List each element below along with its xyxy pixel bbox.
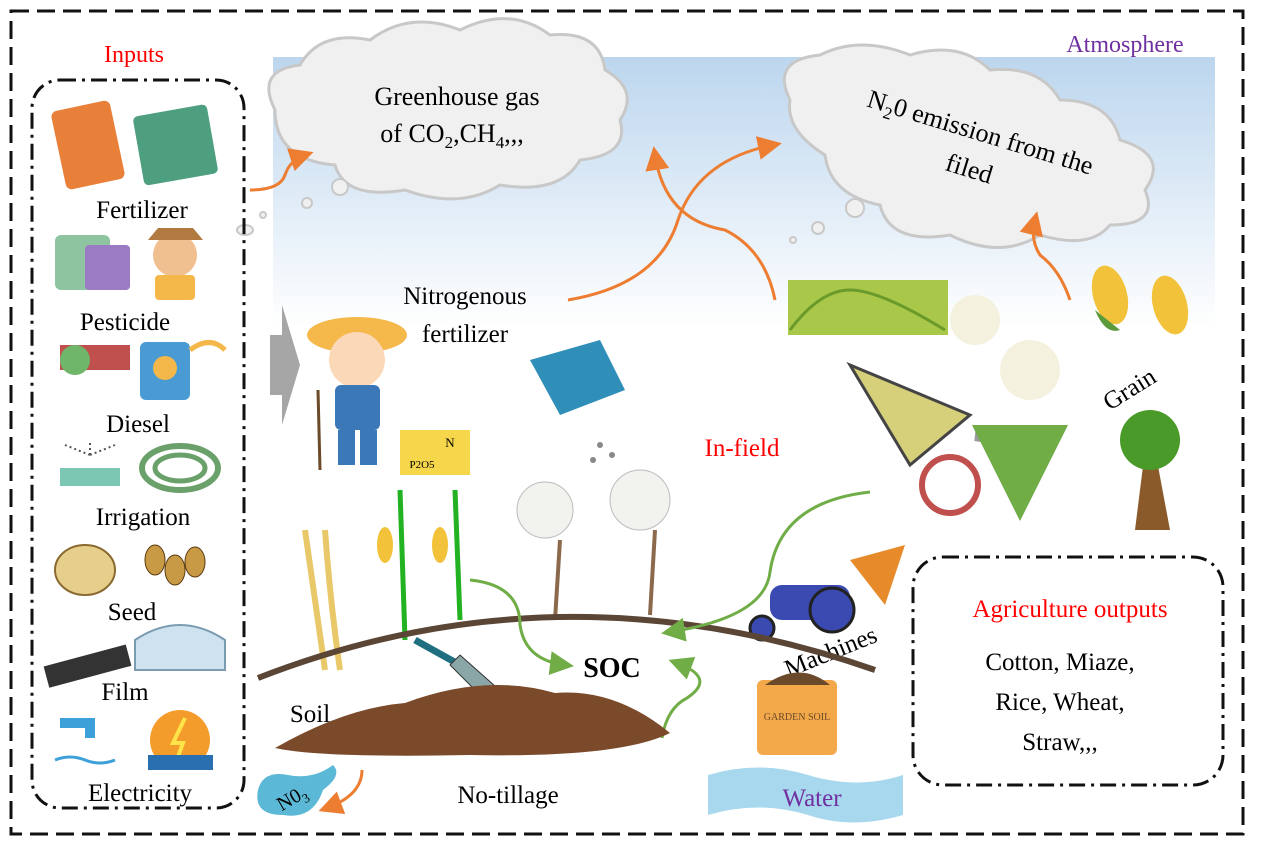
- nitrogenous-fertilizer-line1: Nitrogenous: [403, 283, 527, 310]
- soc-label: SOC: [583, 653, 641, 684]
- no3-blob-icon: [257, 765, 337, 816]
- wheelbarrow-icon: [846, 361, 981, 516]
- tractor-icon: [748, 545, 905, 642]
- electricity-icon: [54, 710, 213, 770]
- svg-text:GARDEN SOIL: GARDEN SOIL: [764, 712, 830, 723]
- water-icon: [708, 767, 903, 823]
- diesel-icon: [60, 340, 227, 400]
- outputs-box: [911, 555, 1225, 787]
- maize-plant-icon: [377, 489, 463, 641]
- inputs-flow-arrow: [270, 305, 300, 425]
- input-label-seed: Seed: [108, 599, 157, 626]
- input-label-diesel: Diesel: [106, 411, 170, 438]
- return-gray-arrow: [971, 424, 1068, 521]
- arrow-soil-to-soc: [660, 657, 702, 739]
- input-label-electricity: Electricity: [88, 780, 193, 807]
- outputs-line-3: Straw,,,: [1022, 729, 1097, 756]
- arrow-maize-to-soc: [469, 578, 574, 676]
- arrow-fertilizer-to-n2o: [567, 136, 782, 302]
- no-tillage-label: No-tillage: [457, 782, 558, 809]
- soil-label: Soil: [290, 701, 330, 728]
- n2o-cloud: [782, 43, 1155, 249]
- grain-label: Grain: [1098, 363, 1161, 416]
- arrow-inputs-to-greenhouse: [249, 148, 314, 192]
- input-label-fertilizer: Fertilizer: [96, 197, 188, 224]
- cotton-plant-icon: [516, 469, 671, 621]
- irrigation-icon: [60, 440, 221, 493]
- fertilizer-icon: [51, 100, 218, 190]
- arrow-no3-leaching: [318, 769, 364, 815]
- soil-pile-icon: [275, 685, 670, 756]
- svg-text:N: N: [445, 435, 455, 450]
- farmer-icon: [307, 317, 407, 471]
- film-icon: [43, 624, 226, 688]
- fertilizer-bag-icon: N P2O5: [400, 430, 470, 475]
- atmosphere-label: Atmosphere: [1066, 32, 1183, 58]
- input-label-pesticide: Pesticide: [80, 309, 170, 336]
- nitrogenous-fertilizer-line2: fertilizer: [422, 321, 509, 348]
- watering-can-icon: [530, 340, 625, 463]
- water-label: Water: [782, 785, 842, 812]
- arrow-crops-to-greenhouse: [645, 146, 777, 301]
- outer-dashed-border: [9, 9, 1245, 836]
- soil-surface-arc: [256, 614, 876, 681]
- input-label-film: Film: [101, 679, 149, 706]
- outputs-title: Agriculture outputs: [972, 596, 1167, 623]
- cotton-boll-icon: [950, 295, 1060, 400]
- pesticide-icon: [55, 228, 203, 300]
- greenhouse-text-line2: of CO2,CH4,,,: [380, 119, 523, 152]
- rice-icon: [788, 280, 948, 335]
- greenhouse-cloud: [236, 17, 629, 236]
- outputs-line-1: Cotton, Miaze,: [985, 649, 1134, 676]
- seed-icon: [54, 544, 206, 596]
- garden-soil-bag-icon: GARDEN SOIL: [757, 672, 837, 755]
- in-field-label: In-field: [705, 435, 780, 462]
- greenhouse-text-line1: Greenhouse gas: [374, 82, 539, 111]
- input-label-irrigation: Irrigation: [96, 504, 191, 531]
- inputs-title: Inputs: [104, 42, 164, 68]
- arrow-grain-to-n2o: [1019, 211, 1072, 301]
- inputs-box: [30, 78, 246, 810]
- corn-icon: [1091, 265, 1189, 335]
- tree-icon: [1120, 410, 1180, 530]
- svg-text:P2O5: P2O5: [409, 459, 435, 471]
- arrow-wheelbarrow-to-soc: [661, 490, 871, 642]
- outputs-line-2: Rice, Wheat,: [995, 689, 1124, 716]
